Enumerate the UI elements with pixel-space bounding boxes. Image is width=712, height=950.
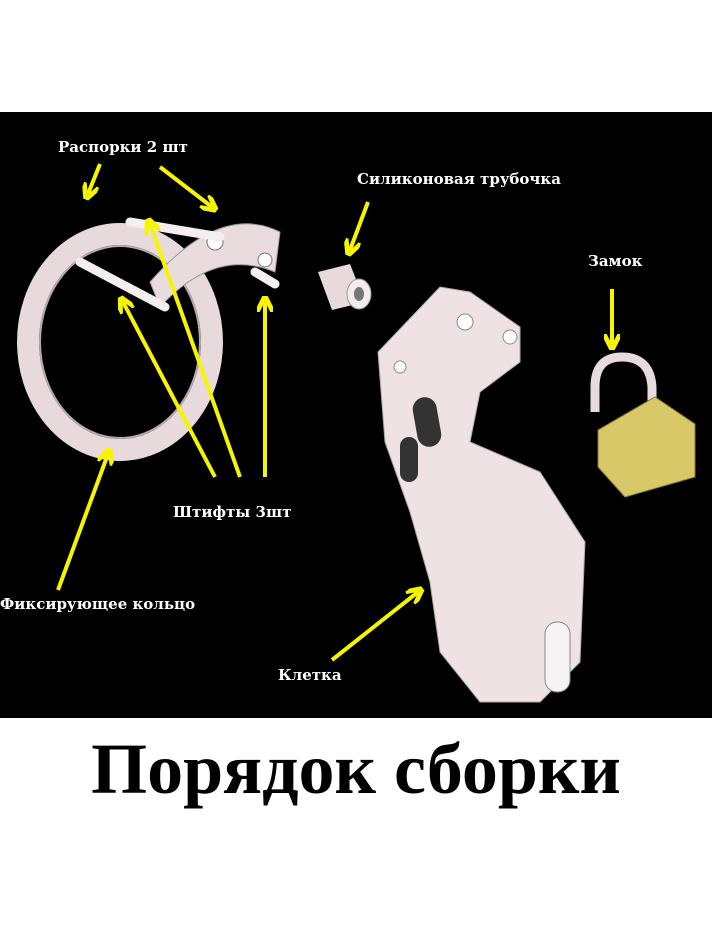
fixing-ring bbox=[17, 223, 223, 461]
label-spacers: Распорки 2 шт bbox=[58, 138, 188, 156]
label-lock: Замок bbox=[588, 252, 643, 270]
page-title: Порядок сборки bbox=[91, 729, 621, 809]
label-pins: Штифты 3шт bbox=[173, 503, 292, 521]
label-cage: Клетка bbox=[278, 666, 342, 684]
label-silicone-tube: Силиконовая трубочка bbox=[357, 170, 561, 188]
diagram-panel: Распорки 2 шт Силиконовая трубочка Замок… bbox=[0, 112, 712, 718]
label-fixing-ring: Фиксирующее кольцо bbox=[0, 595, 196, 613]
cage bbox=[377, 286, 586, 703]
parts-illustration bbox=[17, 163, 696, 703]
silicone-tube bbox=[318, 264, 372, 310]
padlock bbox=[590, 352, 696, 498]
yellow-arrows bbox=[56, 163, 612, 662]
